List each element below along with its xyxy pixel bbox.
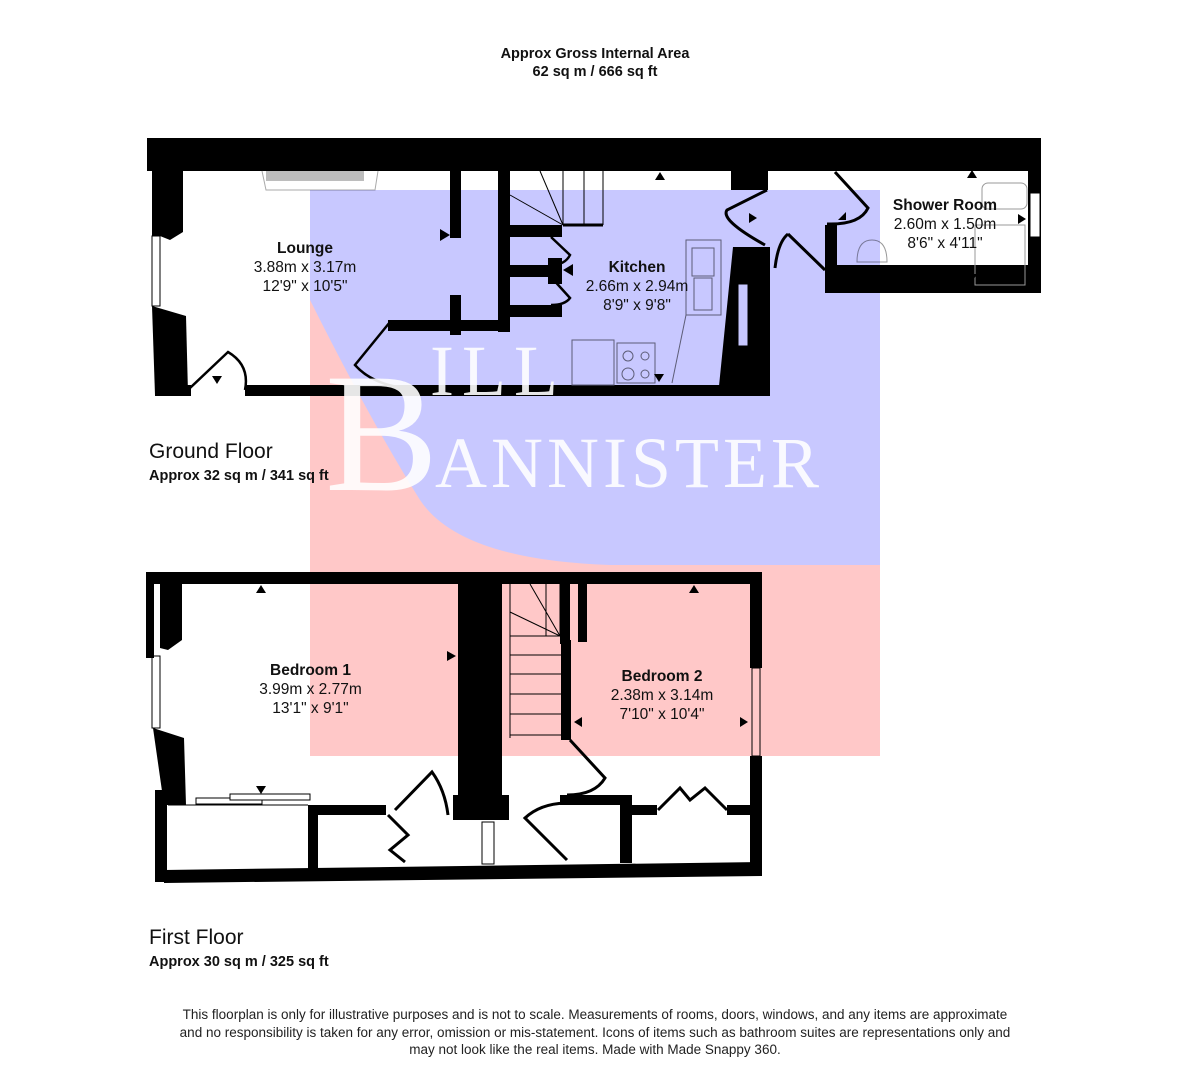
- room-imperial: 7'10" x 10'4": [619, 706, 705, 723]
- first-floor-plan: [146, 572, 762, 883]
- room-metric: 3.88m x 3.17m: [253, 259, 357, 276]
- disclaimer-line: and no responsibility is taken for any e…: [179, 1024, 1011, 1040]
- room-name: Bedroom 2: [621, 668, 703, 685]
- room-label-bedroom-1: Bedroom 1 3.99m x 2.77m 13'1" x 9'1": [228, 661, 393, 718]
- room-name: Lounge: [277, 240, 333, 257]
- floor-area: Approx 32 sq m / 341 sq ft: [149, 468, 329, 484]
- room-name: Kitchen: [608, 259, 666, 276]
- room-imperial: 13'1" x 9'1": [272, 700, 349, 717]
- gross-internal-area: Approx Gross Internal Area 62 sq m / 666…: [0, 45, 1190, 81]
- room-label-shower-room: Shower Room 2.60m x 1.50m 8'6" x 4'11": [875, 196, 1015, 253]
- room-imperial: 8'9" x 9'8": [603, 297, 671, 314]
- room-name: Bedroom 1: [270, 662, 351, 679]
- disclaimer-line: may not look like the real items. Made w…: [409, 1042, 781, 1057]
- room-imperial: 8'6" x 4'11": [907, 235, 983, 252]
- floor-name: First Floor: [149, 926, 244, 949]
- room-label-lounge: Lounge 3.88m x 3.17m 12'9" x 10'5": [225, 239, 385, 296]
- floor-name: Ground Floor: [149, 440, 273, 463]
- room-label-kitchen: Kitchen 2.66m x 2.94m 8'9" x 9'8": [567, 258, 707, 315]
- room-imperial: 12'9" x 10'5": [262, 278, 348, 295]
- disclaimer-line: This floorplan is only for illustrative …: [182, 1007, 1008, 1022]
- ground-floor-caption: Ground Floor Approx 32 sq m / 341 sq ft: [149, 440, 329, 484]
- gia-title: Approx Gross Internal Area: [500, 46, 690, 62]
- disclaimer: This floorplan is only for illustrative …: [140, 1006, 1050, 1059]
- room-metric: 2.38m x 3.14m: [610, 687, 714, 704]
- first-floor-caption: First Floor Approx 30 sq m / 325 sq ft: [149, 926, 329, 970]
- room-metric: 2.60m x 1.50m: [893, 216, 997, 233]
- room-name: Shower Room: [892, 197, 998, 214]
- floor-area: Approx 30 sq m / 325 sq ft: [149, 954, 329, 970]
- room-label-bedroom-2: Bedroom 2 2.38m x 3.14m 7'10" x 10'4": [587, 667, 737, 724]
- room-metric: 2.66m x 2.94m: [585, 278, 689, 295]
- gia-value: 62 sq m / 666 sq ft: [532, 64, 658, 80]
- first-floor-details: [168, 583, 729, 865]
- room-metric: 3.99m x 2.77m: [259, 681, 362, 698]
